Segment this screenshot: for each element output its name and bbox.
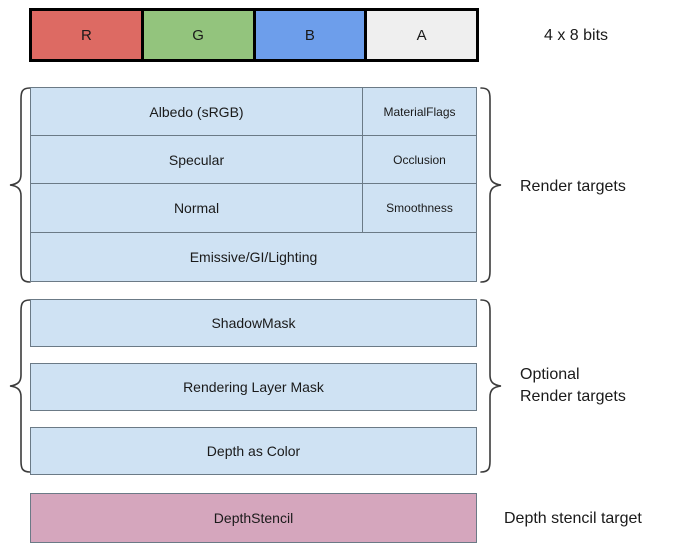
cell-smoothness: Smoothness — [363, 184, 477, 233]
optional-box-shadowmask: ShadowMask — [30, 299, 477, 347]
optional-box-rendering-layer-mask-label: Rendering Layer Mask — [183, 379, 324, 395]
channel-label-b: B — [304, 26, 315, 44]
table-row: Specular Occlusion — [30, 136, 477, 184]
cell-normal: Normal — [30, 184, 363, 233]
table-row: Albedo (sRGB) MaterialFlags — [30, 87, 477, 136]
cell-materialflags: MaterialFlags — [363, 87, 477, 136]
channel-cell-g: G — [143, 11, 256, 59]
rgba-channel-bar: R G B A — [29, 8, 479, 62]
table-row: Normal Smoothness — [30, 184, 477, 233]
channel-label-g: G — [192, 26, 204, 44]
optional-box-depth-as-color: Depth as Color — [30, 427, 477, 475]
cell-smoothness-label: Smoothness — [386, 201, 453, 215]
cell-occlusion-label: Occlusion — [393, 152, 446, 167]
optional-box-depth-as-color-label: Depth as Color — [206, 443, 301, 459]
cell-albedo: Albedo (sRGB) — [30, 87, 363, 136]
cell-albedo-label: Albedo (sRGB) — [149, 103, 244, 120]
depth-stencil-box-label: DepthStencil — [213, 510, 294, 526]
cell-specular: Specular — [30, 136, 363, 184]
cell-emissive-label: Emissive/GI/Lighting — [189, 249, 318, 265]
channel-cell-a: A — [367, 11, 476, 59]
cell-occlusion: Occlusion — [363, 136, 477, 184]
depth-stencil-side-label: Depth stencil target — [504, 510, 642, 527]
channel-cell-r: R — [32, 11, 144, 59]
render-targets-side-label: Render targets — [520, 178, 626, 195]
channel-label-a: A — [416, 26, 427, 44]
render-targets-table: Albedo (sRGB) MaterialFlags Specular Occ… — [30, 87, 477, 282]
depth-stencil-box: DepthStencil — [30, 493, 477, 543]
optional-render-targets-left-brace — [9, 299, 31, 473]
optional-render-targets-right-brace — [480, 299, 502, 473]
channel-bar-side-label: 4 x 8 bits — [544, 27, 609, 44]
render-targets-right-brace — [480, 87, 502, 283]
cell-normal-label: Normal — [173, 200, 220, 216]
channel-label-r: R — [80, 26, 92, 44]
optional-box-shadowmask-label: ShadowMask — [211, 315, 296, 331]
optional-box-rendering-layer-mask: Rendering Layer Mask — [30, 363, 477, 411]
channel-cell-b: B — [255, 11, 368, 59]
table-row: Emissive/GI/Lighting — [30, 233, 477, 282]
cell-specular-label: Specular — [168, 151, 225, 168]
cell-emissive: Emissive/GI/Lighting — [30, 233, 477, 282]
optional-render-targets-side-label: Optional Render targets — [520, 366, 626, 405]
render-targets-left-brace — [9, 87, 31, 283]
cell-materialflags-label: MaterialFlags — [383, 104, 456, 119]
